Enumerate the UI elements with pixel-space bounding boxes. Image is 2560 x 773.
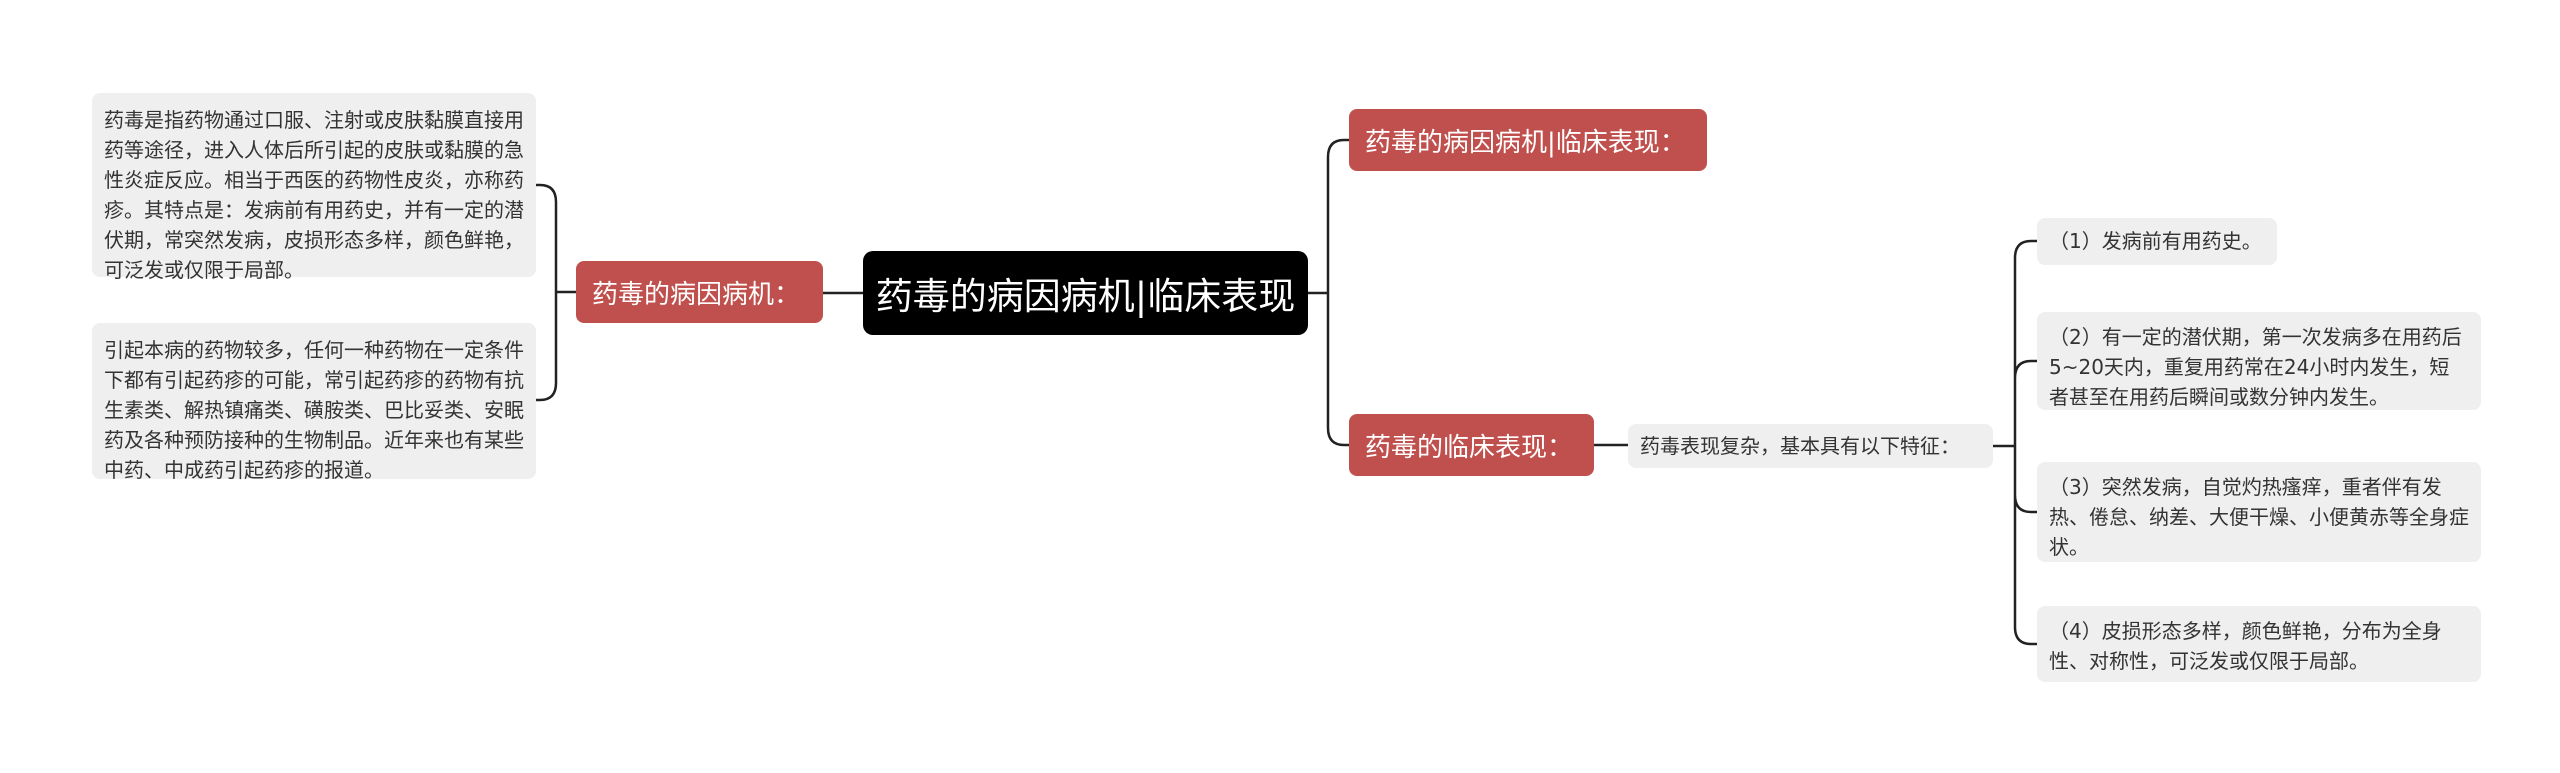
branch-label: 药毒的病因病机|临床表现： (1365, 127, 1686, 158)
link-summary-leaves (1993, 239, 2037, 646)
leaf-node-definition[interactable]: 药毒是指药物通过口服、注射或皮肤黏膜直接用药等途径，进入人体后所引起的皮肤或黏膜… (92, 93, 536, 282)
root-node[interactable]: 药毒的病因病机|临床表现 (863, 251, 1308, 335)
root-label: 药毒的病因病机|临床表现 (875, 275, 1296, 318)
link-root-right-branches (1308, 138, 1349, 447)
branch-label: 药毒的临床表现： (1365, 432, 1574, 463)
leaf-node-feature-1[interactable]: （1）发病前有用药史。 (2037, 218, 2277, 265)
summary-label: 药毒表现复杂，基本具有以下特征： (1640, 434, 1960, 458)
link-left-branch-leaves (536, 183, 576, 402)
leaf-node-feature-4[interactable]: （4）皮损形态多样，颜色鲜艳，分布为全身性、对称性，可泛发或仅限于局部。 (2037, 606, 2481, 682)
leaf-node-causes[interactable]: 引起本病的药物较多，任何一种药物在一定条件下都有引起药疹的可能，常引起药疹的药物… (92, 323, 536, 482)
branch-label: 药毒的病因病机： (592, 279, 801, 310)
branch-node-topic[interactable]: 药毒的病因病机|临床表现： (1349, 109, 1707, 171)
leaf-node-feature-2[interactable]: （2）有一定的潜伏期，第一次发病多在用药后5~20天内，重复用药常在24小时内发… (2037, 312, 2481, 410)
branch-node-clinical[interactable]: 药毒的临床表现： (1349, 414, 1594, 476)
leaf-node-feature-3[interactable]: （3）突然发病，自觉灼热瘙痒，重者伴有发热、倦怠、纳差、大便干燥、小便黄赤等全身… (2037, 462, 2481, 562)
summary-node[interactable]: 药毒表现复杂，基本具有以下特征： (1628, 424, 1993, 468)
branch-node-pathogenesis[interactable]: 药毒的病因病机： (576, 261, 823, 323)
